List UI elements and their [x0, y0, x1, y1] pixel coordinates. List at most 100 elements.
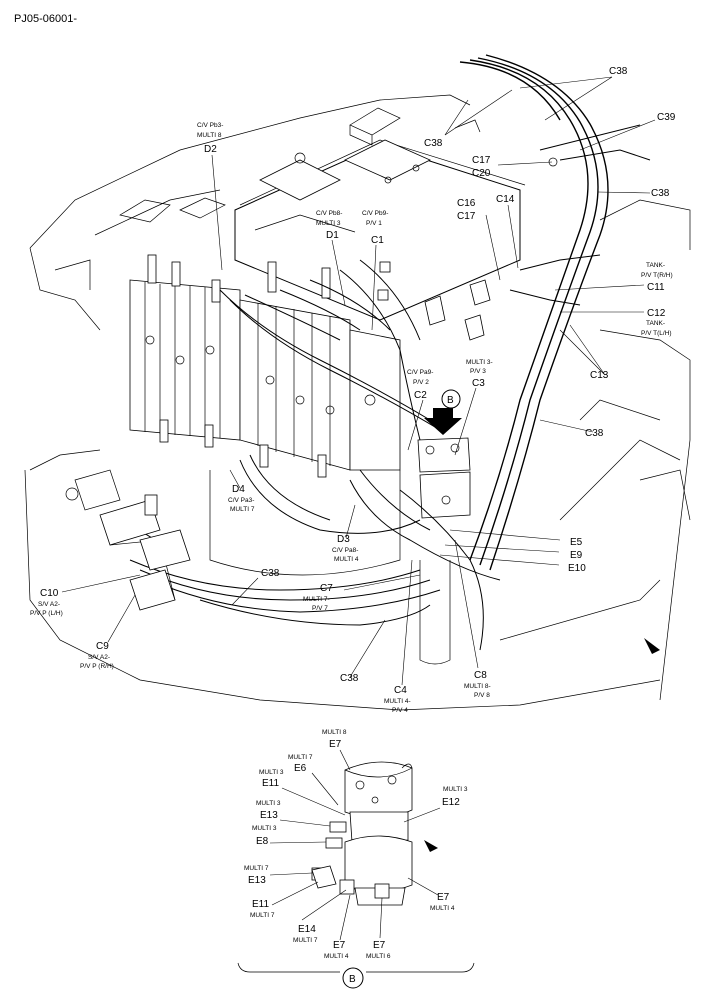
label-d2: D2: [204, 144, 217, 155]
label-cv-pa8: C/V Pa8-: [332, 547, 358, 554]
label-multi3-d1: MULTI 3: [316, 220, 341, 227]
label-multi4-d3: MULTI 4: [334, 556, 359, 563]
label-e10: E10: [568, 563, 586, 574]
label-pv7: P/V 7: [312, 605, 328, 612]
label-c17: C17: [457, 211, 476, 222]
main-callout-labels: C38 C38 C39 C17 C20 C38 C16 C17 C14 C/V …: [30, 66, 676, 714]
label-d4: D4: [232, 484, 245, 495]
label-c8: C8: [474, 670, 487, 681]
label-c38-bottom: C38: [340, 673, 359, 684]
label-e9: E9: [570, 550, 583, 561]
label-sv-a2-lh: S/V A2-: [38, 601, 60, 608]
label-b-marker: B: [447, 395, 454, 406]
detail-label-e14: E14: [298, 924, 316, 935]
detail-label-e12: E12: [442, 797, 460, 808]
label-cv-pb8: C/V Pb8-: [316, 210, 342, 217]
detail-label-multi7-e6: MULTI 7: [288, 754, 313, 761]
label-c38-top: C38: [609, 66, 628, 77]
detail-b-illustration: [311, 761, 438, 906]
detail-b-caption-circle: [342, 967, 364, 989]
detail-b-labels: MULTI 8 E7 MULTI 7 E6 MULTI 3 E11 MULTI …: [244, 729, 468, 960]
label-c9: C9: [96, 641, 109, 652]
label-c38-right: C38: [651, 188, 670, 199]
pointer-arrow-icon: [424, 408, 462, 435]
detail-label-multi7-e13: MULTI 7: [244, 865, 269, 872]
hose-bundles: [119, 54, 651, 651]
detail-label-e6: E6: [294, 763, 307, 774]
label-multi4-c4: MULTI 4-: [384, 698, 411, 705]
label-c11: C11: [647, 282, 665, 293]
label-pvp-rh: P/V P (R/H): [80, 663, 114, 670]
label-c14: C14: [496, 194, 515, 205]
label-tank-rh-a: TANK-: [646, 262, 665, 269]
label-pv4: P/V 4: [392, 707, 408, 714]
label-pv2: P/V 2: [413, 379, 429, 386]
label-cv-pa9: C/V Pa9-: [407, 369, 433, 376]
label-e5: E5: [570, 537, 583, 548]
detail-label-multi7-e14: MULTI 7: [293, 937, 318, 944]
detail-label-multi4-b1: MULTI 4: [324, 953, 349, 960]
detail-label-multi3-e11: MULTI 3: [259, 769, 284, 776]
label-pv8: P/V 8: [474, 692, 490, 699]
label-tank-rh-b: P/V T(R/H): [641, 272, 673, 279]
detail-b-caption: B: [349, 974, 356, 985]
label-c2: C2: [414, 390, 427, 401]
label-cv-pa3: C/V Pa3-: [228, 497, 254, 504]
label-c10: C10: [40, 588, 59, 599]
label-c13: C13: [590, 370, 609, 381]
detail-label-multi3-e8: MULTI 3: [252, 825, 277, 832]
detail-label-multi3-e12: MULTI 3: [443, 786, 468, 793]
label-multi3-c3: MULTI 3-: [466, 359, 493, 366]
detail-label-e8: E8: [256, 836, 269, 847]
label-c38-lower: C38: [261, 568, 280, 579]
label-c7: C7: [320, 583, 333, 594]
label-tank-lh-a: TANK-: [646, 320, 665, 327]
detail-label-e11-low: E11: [252, 899, 269, 910]
label-c20: C20: [472, 168, 491, 179]
label-pvp-lh: P/V P (L/H): [30, 610, 63, 617]
control-valve-block: [129, 254, 401, 478]
label-c16: C16: [457, 198, 476, 209]
detail-direction-arrow-icon: [424, 840, 438, 852]
label-sv-a2-rh: S/V A2-: [88, 654, 110, 661]
label-d1: D1: [326, 230, 339, 241]
leader-lines: [61, 76, 656, 686]
label-c3: C3: [472, 378, 485, 389]
label-pv1: P/V 1: [366, 220, 382, 227]
label-tank-lh-b: P/V T(L/H): [641, 330, 672, 337]
b-marker-circle: [441, 389, 461, 409]
document-id: PJ05-06001-: [14, 13, 77, 25]
label-c12: C12: [647, 308, 666, 319]
detail-label-e7-top: E7: [329, 739, 342, 750]
detail-b-leaders: [269, 749, 441, 941]
label-multi8-c8: MULTI 8-: [464, 683, 491, 690]
label-cv-pb9: C/V Pb9-: [362, 210, 388, 217]
label-cv-pb3: C/V Pb3-: [197, 122, 223, 129]
label-multi8-d2: MULTI 8: [197, 132, 222, 139]
detail-label-multi4-right: MULTI 4: [430, 905, 455, 912]
detail-label-multi8: MULTI 8: [322, 729, 347, 736]
detail-label-e7-b1: E7: [333, 940, 346, 951]
label-c1: C1: [371, 235, 384, 246]
detail-label-e13-top: E13: [260, 810, 278, 821]
label-multi7-c7: MULTI 7-: [303, 596, 330, 603]
detail-label-e7-b2: E7: [373, 940, 386, 951]
detail-label-multi3-e13: MULTI 3: [256, 800, 281, 807]
detail-label-multi7-e11: MULTI 7: [250, 912, 275, 919]
detail-bracket-left: [237, 962, 340, 973]
label-c38-mid: C38: [585, 428, 604, 439]
label-c38-left: C38: [424, 138, 443, 149]
detail-label-multi6-b2: MULTI 6: [366, 953, 391, 960]
label-c17-a: C17: [472, 155, 491, 166]
detail-label-e11-top: E11: [262, 778, 279, 789]
detail-bracket-right: [366, 962, 475, 973]
label-c39: C39: [657, 112, 676, 123]
detail-label-e13-low: E13: [248, 875, 266, 886]
direction-arrow-icon: [644, 638, 660, 654]
label-d3: D3: [337, 534, 350, 545]
main-illustration: [24, 54, 691, 711]
detail-label-e7-right: E7: [437, 892, 450, 903]
label-pv3: P/V 3: [470, 368, 486, 375]
label-multi7-d4: MULTI 7: [230, 506, 255, 513]
